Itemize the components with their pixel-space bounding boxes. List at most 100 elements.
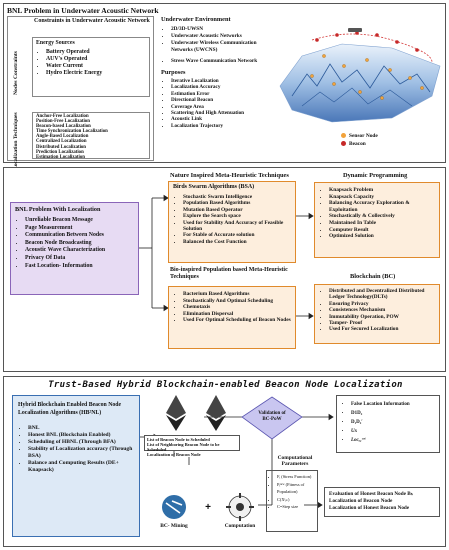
nodes-constraints-label: Nodes Constraints [13,51,19,95]
validation-diamond [241,396,303,440]
svg-text:+: + [205,502,211,513]
dp-item: Knapsack Capacity [329,194,435,201]
purposes-list: Iterative Localization Localization Accu… [161,78,273,129]
purpose-item: Estimation Error [171,91,273,97]
computation-icon [226,493,254,521]
bc-item: Immutability Operation, POW [329,314,435,320]
computation-label: Computation [224,523,256,529]
params-title: Computational Parameters [277,455,313,468]
environment-item: Underwater Acoustic Networks [171,33,273,40]
problem-item: Fast Location- Information [25,263,134,271]
problem-title: BNL Problem With Localization [15,206,101,213]
bfa-item: Stochastically And Optimal Scheduling [183,298,291,305]
bsa-box: Birds Swarm Algorithms (BSA) Stochastic … [168,181,296,263]
schedule-item: List of Beacon Node to Scheduled [147,437,210,442]
bc-item: Consistences Mechanism [329,307,435,313]
dp-item: Stochastically & Collectively [329,213,435,220]
problem-item: Unreliable Beacon Message [25,217,134,225]
bc-item: Used For Secured Localization [329,326,435,332]
localization-item: Beacon-based Localization [36,124,91,130]
hb-item: Scheduling of HBNL (Through BFA) [28,439,134,446]
purpose-item: Acoustic Link [171,116,273,122]
info-list: False Location Information D1D₂ D₁D₂′ Ux… [341,400,435,445]
params-list: Fᵢ (Stress Function) Pᵢⁿᵉʷ (Fitness of P… [270,473,314,511]
localization-techniques-label: Localization Techniques [13,112,19,170]
bsa-item: For Stable of Accurate solution [183,232,291,238]
bsa-title: Birds Swarm Algorithms (BSA) [173,184,255,190]
hb-item: Stability of Localization accuracy (Thro… [28,446,134,460]
hb-box: Hybrid Blockchain Enabled Beacon Node Lo… [12,395,140,537]
problem-item: Privacy Of Data [25,255,134,263]
section2-panel: BNL Problem With Localization Unreliable… [3,167,446,372]
legend-sensor-label: Sensor Node [349,133,378,139]
problem-item: Beacon Node Broadcasting [25,240,134,248]
legend-beacon-label: Beacon [349,141,366,147]
bio-title: Bio-inspired Population based Meta-Heuri… [170,267,288,280]
auv-trajectory [311,33,433,63]
beacon-icon [341,141,346,147]
purpose-item: Iterative Localization [171,78,273,84]
bsa-item: Explore the Search space [183,213,291,219]
hb-item: Balance and Computing Results (DE+ Knaps… [28,460,134,474]
sensor-node-icon [341,133,346,139]
hb-item: BNL [28,425,134,432]
mining-icon: + [162,495,211,519]
validation-label: Validation of BC-PoW [258,411,286,422]
hb-list: BNL Honest BNL (Blockchain Enabled) Sche… [18,425,134,474]
constraints-title: Constraints in Underwater Acoustic Netwo… [34,18,150,24]
dp-item: Maintained In Table [329,220,435,227]
localization-box: Anchor-Free Localization Position-Free L… [32,112,150,160]
section1-panel: BNL Problem in Underwater Acoustic Netwo… [3,3,446,170]
hb-item: Honest BNL (Blockchain Enabled) [28,432,134,439]
dp-item: Computer Result [329,227,435,234]
problem-item: Page Measurement [25,225,134,233]
environment-item: Stress Wave Communication Network [171,58,273,65]
bsa-item: Balanced the Cost Function [183,239,291,245]
energy-item: AUV's Operated [46,56,146,63]
environment-title: Underwater Environment [161,16,231,23]
environment-item: 2D/3D-UWSN [171,26,273,33]
bfa-item: Used For Optimal Scheduling of Beacon No… [183,317,291,324]
energy-list: Battery Operated AUV's Operated Water Cu… [36,49,146,77]
localization-item: Estimation Localization [36,154,85,160]
dp-box: Knapsack Problem Knapsack Capacity Balan… [314,182,440,258]
info-item: D1D₂ [351,409,435,418]
evaluation-box: Evaluation of Honest Beacon Node Bₕ Loca… [324,487,440,517]
legend-beacon: Beacon [341,140,378,148]
purposes-title: Purposes [161,69,186,76]
localization-item: Anchor-Free Localization [36,114,89,119]
eval-item: Localization of Beacon Node [329,498,393,504]
section3-panel: Trust-Based Hybrid Blockchain-enabled Be… [3,376,446,547]
bsa-item: Mutation Based Operator [183,207,291,213]
schedule-item: List of Neighboring Beacon Node to be Sc… [147,442,220,452]
bsa-list: Stochastic Swarm Intelligence Population… [173,194,291,245]
dp-item: Knapsack Problem [329,187,435,194]
params-box: Fᵢ (Stress Function) Pᵢⁿᵉʷ (Fitness of P… [266,470,318,532]
bc-box: Distributed and Decentralized Distribute… [314,284,440,344]
dp-list: Knapsack Problem Knapsack Capacity Balan… [319,187,435,240]
terrain-ridges [291,63,431,97]
problem-box: BNL Problem With Localization Unreliable… [10,202,139,295]
purpose-item: Localization Trajectory [171,123,273,129]
bfa-item: Bacterium Based Algorithms [183,291,291,298]
schedule-item: Localization of Beacon Node [147,452,201,457]
bc-item: Ensuring Privacy [329,301,435,307]
localization-item: Position-Free Localization [36,119,90,125]
purpose-item: Directional Beacon [171,97,273,103]
nature-title: Nature Inspired Meta-Heuristic Technique… [170,172,289,179]
energy-item: Hydro Electric Energy [46,70,146,77]
section1-header: BNL Problem in Underwater Acoustic Netwo… [7,6,159,15]
info-item: Locᵧ₁ᶜᵒᵗ [351,436,435,445]
problem-item: Acoustic Wave Characterization [25,247,134,255]
bfa-item: Elimination Dispersal [183,311,291,318]
purpose-item: Localization Accuracy [171,84,273,90]
environment-list: 2D/3D-UWSN Underwater Acoustic Networks … [161,26,273,65]
underwater-terrain-illustration [279,28,441,123]
bsa-item: Population Based Algorithms [183,200,291,206]
localization-item: Centralized Localization [36,139,87,145]
mining-label: BC- Mining [160,523,188,529]
bsa-item: Stochastic Swarm Intelligence [183,194,291,200]
energy-title: Energy Sources [36,40,75,46]
ethereum-icon-1 [166,395,186,431]
bc-item: Distributed and Decentralized Distribute… [329,288,435,301]
